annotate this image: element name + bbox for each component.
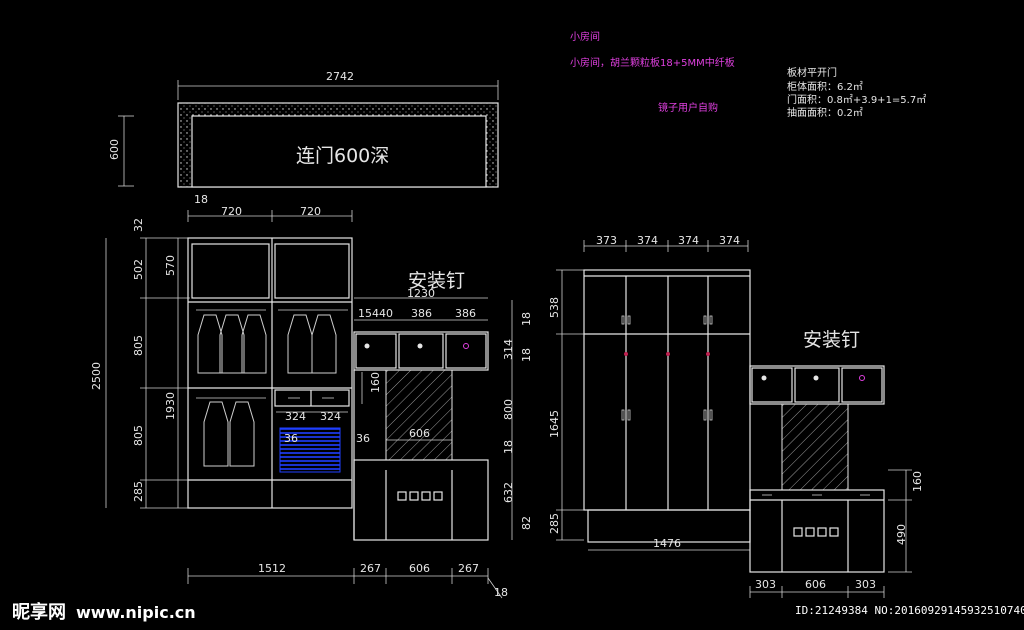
dim-606-bottom: 606 [409, 562, 430, 575]
dim-606-right: 606 [805, 578, 826, 591]
dim-285-right: 285 [548, 513, 561, 534]
dim-285: 285 [132, 481, 145, 502]
notes: 小房间 小房间，胡兰颗粒板18+5MM中纤板 镜子用户自购 板材平开门 柜体面积… [570, 30, 926, 119]
plan-label: 连门600深 [296, 145, 389, 167]
dim-632: 632 [502, 482, 515, 503]
top-plan: 2742 连门600深 600 [108, 70, 499, 188]
dim-1930: 1930 [164, 392, 177, 420]
dim-373: 373 [596, 234, 617, 247]
dim-805-a: 805 [132, 335, 145, 356]
dim-720-right: 720 [300, 205, 321, 218]
dim-805-b: 805 [132, 425, 145, 446]
left-elevation: 18 720 720 2500 32 502 805 805 285 570 1… [90, 193, 533, 599]
note-cabinet-area: 柜体面积：6.2㎡ [787, 80, 863, 93]
note-door-type: 板材平开门 [787, 66, 837, 79]
dim-538: 538 [548, 297, 561, 318]
install-nail-label-right: 安装钉 [803, 329, 860, 351]
dim-18-a: 18 [520, 312, 533, 326]
note-small-room: 小房间 [570, 30, 600, 43]
dim-1476: 1476 [653, 537, 681, 550]
dim-36-b: 36 [356, 432, 370, 445]
watermark-url: www.nipic.cn [76, 603, 196, 622]
dim-303-a: 303 [755, 578, 776, 591]
dim-502: 502 [132, 259, 145, 280]
note-material: 小房间，胡兰颗粒板18+5MM中纤板 [570, 56, 735, 69]
dim-386-a: 386 [411, 307, 432, 320]
dim-18-top: 18 [194, 193, 208, 206]
dim-324-a: 324 [285, 410, 306, 423]
dim-314: 314 [502, 339, 515, 360]
dim-386-b: 386 [455, 307, 476, 320]
dim-82: 82 [520, 516, 533, 530]
install-nail-label-left: 安装钉 [408, 270, 465, 292]
dim-720-left: 720 [221, 205, 242, 218]
dim-1512: 1512 [258, 562, 286, 575]
note-door-area: 门面积：0.8㎡+3.9+1=5.7㎡ [787, 93, 926, 106]
dim-plan-depth: 600 [108, 139, 121, 160]
dim-160-left: 160 [369, 372, 382, 393]
note-drawer-area: 抽面面积：0.2㎡ [787, 106, 863, 119]
dim-606-mid: 606 [409, 427, 430, 440]
dim-490: 490 [895, 524, 908, 545]
dim-18-c: 18 [502, 440, 515, 454]
dim-374-b: 374 [678, 234, 699, 247]
dim-374-c: 374 [719, 234, 740, 247]
dim-570: 570 [164, 255, 177, 276]
dim-267-a: 267 [360, 562, 381, 575]
watermark-brand: 昵享网 [12, 601, 66, 623]
dim-15440: 15440 [358, 307, 393, 320]
dim-303-b: 303 [855, 578, 876, 591]
right-elevation: 373 374 374 374 538 1645 285 1476 安装钉 [548, 234, 924, 598]
dim-32: 32 [132, 218, 145, 232]
dim-18-bottom: 18 [494, 586, 508, 599]
dim-160-right: 160 [911, 471, 924, 492]
dim-800: 800 [502, 399, 515, 420]
dim-2500: 2500 [90, 362, 103, 390]
dim-267-b: 267 [458, 562, 479, 575]
dim-18-b: 18 [520, 348, 533, 362]
dim-plan-width: 2742 [326, 70, 354, 83]
note-mirror: 镜子用户自购 [658, 101, 718, 114]
dim-1230: 1230 [407, 287, 435, 300]
watermark: 昵享网 www.nipic.cn ID:21249384 NO:20160929… [12, 601, 1024, 623]
dim-324-b: 324 [320, 410, 341, 423]
dim-36-a: 36 [284, 432, 298, 445]
watermark-id: ID:21249384 NO:20160929145932510740 [795, 604, 1024, 617]
dim-374-a: 374 [637, 234, 658, 247]
dim-1645: 1645 [548, 410, 561, 438]
